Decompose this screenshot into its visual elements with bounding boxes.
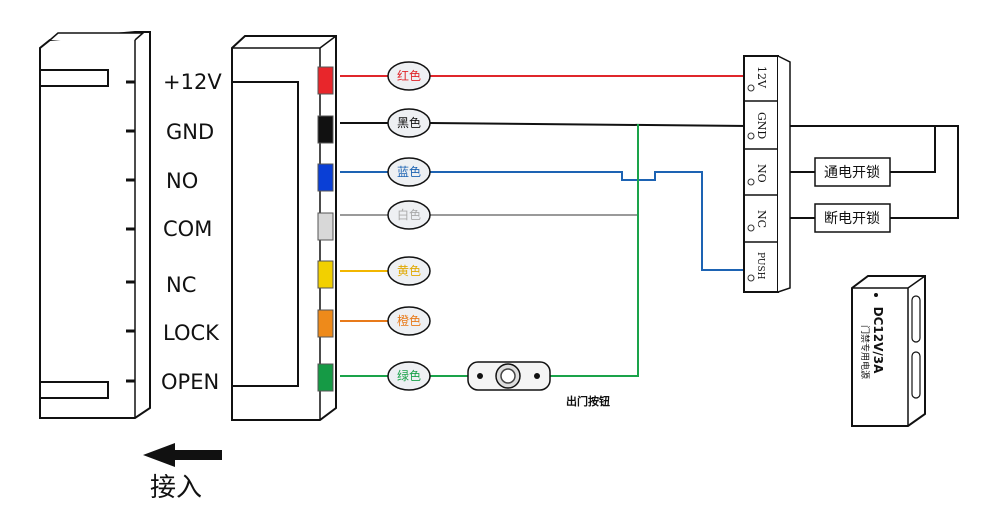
wire-label-orange: 橙色	[397, 313, 421, 328]
terminal-label-12v: 12V	[755, 66, 768, 89]
terminal-label-no: NO	[755, 164, 768, 183]
pin-label-gnd: GND	[166, 120, 214, 144]
power-supply-model: DC12V/3A	[871, 307, 885, 374]
wire-color-labels: 红色 黑色 蓝色 白色 黄色 橙色 绿色	[387, 61, 431, 391]
exit-button: 出门按钮	[467, 361, 610, 408]
power-on-lock-label: 通电开锁	[824, 165, 880, 181]
screw-icon	[534, 373, 540, 379]
screw-icon	[747, 132, 755, 140]
wire-label-red: 红色	[397, 68, 421, 83]
exit-button-caption: 出门按钮	[566, 394, 610, 408]
screw-icon	[477, 373, 483, 379]
black-wire	[340, 122, 749, 127]
wire-label-black: 黑色	[397, 116, 421, 130]
power-off-lock-label: 断电开锁	[824, 211, 880, 227]
insert-label: 接入	[150, 473, 202, 503]
wire-label-white: 白色	[397, 207, 421, 222]
pin-label-12v: +12V	[163, 70, 222, 94]
pin-labels: +12V GND NO COM NC LOCK OPEN	[161, 70, 222, 394]
pin-label-no: NO	[166, 169, 198, 193]
red-wire-slot	[317, 66, 334, 95]
pin-label-open: OPEN	[161, 370, 219, 394]
black-wire-slot	[317, 115, 334, 144]
wire-label-yellow: 黄色	[397, 264, 421, 278]
green-wire	[340, 124, 639, 377]
screw-icon	[747, 224, 755, 232]
screw-icon	[747, 274, 755, 282]
pin-label-nc: NC	[166, 273, 196, 297]
blue-wire-slot	[317, 163, 334, 192]
pin-label-com: COM	[163, 217, 212, 241]
green-wire-slot	[317, 363, 334, 392]
terminal-label-push: PUSH	[755, 252, 765, 280]
screw-icon	[747, 178, 755, 186]
power-supply: DC12V/3A 门禁专用电源	[851, 275, 926, 427]
blue-wire	[340, 171, 748, 271]
gnd-loop-wire	[790, 125, 959, 219]
insert-arrow: 接入	[143, 443, 222, 503]
terminal-label-nc: NC	[755, 210, 768, 228]
wire-plug-housing	[231, 35, 337, 421]
white-wire-slot	[317, 212, 334, 241]
screw-icon	[747, 84, 755, 92]
orange-wire-slot	[317, 309, 334, 338]
wire-label-green: 绿色	[397, 368, 421, 383]
lock-boxes: 通电开锁 断电开锁	[814, 157, 891, 233]
terminal-label-gnd: GND	[755, 112, 768, 139]
wires	[340, 75, 959, 377]
screw-icon	[874, 293, 878, 297]
arrow-left-icon	[143, 443, 222, 467]
power-supply-name: 门禁专用电源	[859, 325, 871, 379]
terminal-block: 12V GND NO NC PUSH	[743, 55, 791, 293]
pin-label-lock: LOCK	[163, 321, 220, 345]
wire-label-blue: 蓝色	[397, 165, 421, 179]
yellow-wire-slot	[317, 260, 334, 289]
connector-housing	[39, 31, 151, 419]
connector-pin-ticks	[126, 80, 135, 383]
no-lock-wire	[790, 126, 936, 173]
